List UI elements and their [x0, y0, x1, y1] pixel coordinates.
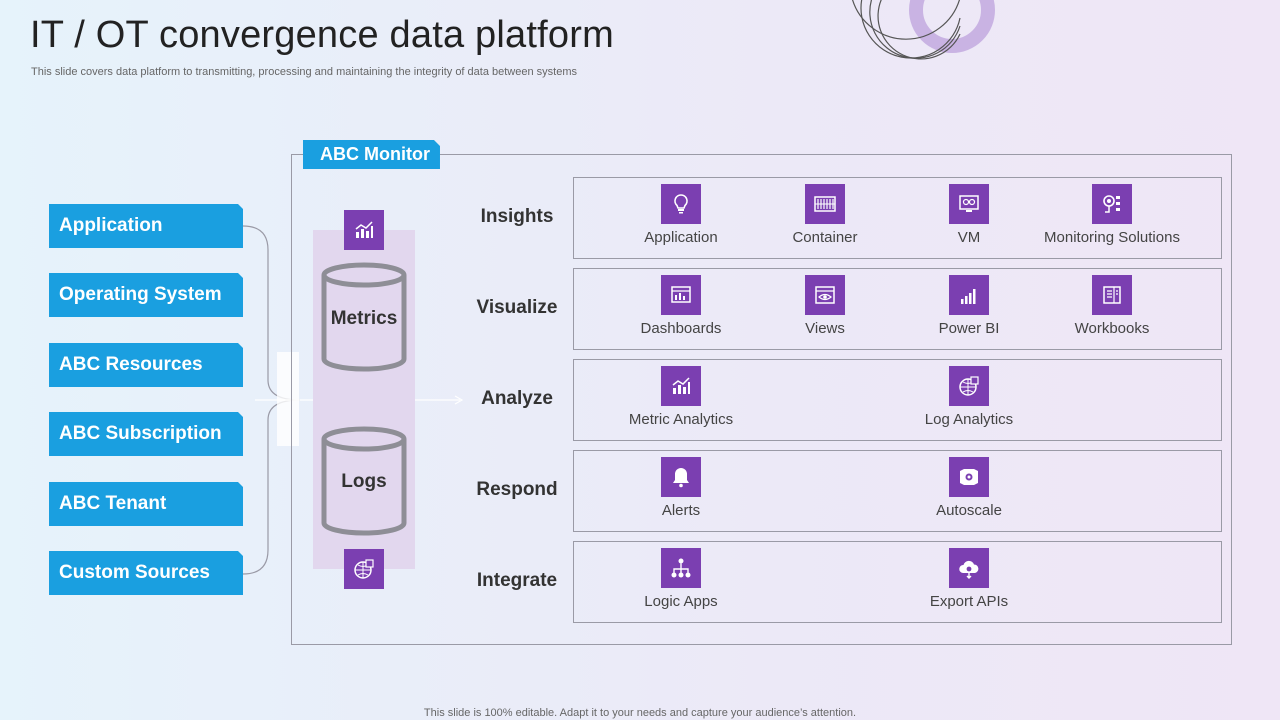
- target-icon: [1092, 184, 1132, 224]
- bell-icon: [661, 457, 701, 497]
- category-visualize: Visualize: [476, 297, 558, 318]
- item-monitoring-solutions: Monitoring Solutions: [1044, 229, 1180, 246]
- item-application: Application: [644, 229, 718, 246]
- abc-monitor-label: ABC Monitor: [303, 140, 440, 169]
- footer-note: This slide is 100% editable. Adapt it to…: [423, 707, 857, 719]
- row-analyze: [573, 359, 1222, 441]
- item-power-bi: Power BI: [938, 320, 1000, 337]
- source-abc-resources: ABC Resources: [49, 343, 243, 387]
- row-respond: [573, 450, 1222, 532]
- page-title: IT / OT convergence data platform: [30, 14, 614, 56]
- item-views: Views: [805, 320, 845, 337]
- page-subtitle: This slide covers data platform to trans…: [31, 66, 577, 78]
- item-log-analytics: Log Analytics: [924, 411, 1014, 428]
- analytics-chart-icon: [344, 210, 384, 250]
- lightbulb-icon: [661, 184, 701, 224]
- abc-monitor-frame: [291, 154, 1232, 645]
- source-abc-tenant: ABC Tenant: [49, 482, 243, 526]
- category-respond: Respond: [476, 479, 558, 500]
- category-integrate: Integrate: [476, 570, 558, 591]
- decorative-rings: [852, 0, 995, 60]
- row-visualize: [573, 268, 1222, 350]
- item-dashboards: Dashboards: [640, 320, 722, 337]
- monitor-icon: [949, 184, 989, 224]
- row-integrate: [573, 541, 1222, 623]
- item-logic-apps: Logic Apps: [644, 593, 718, 610]
- container-icon: [805, 184, 845, 224]
- row-insights: [573, 177, 1222, 259]
- logs-cylinder: [321, 426, 407, 536]
- category-analyze: Analyze: [481, 388, 553, 409]
- source-application: Application: [49, 204, 243, 248]
- item-metric-analytics: Metric Analytics: [628, 411, 734, 428]
- item-workbooks: Workbooks: [1074, 320, 1150, 337]
- bar-chart-icon: [949, 275, 989, 315]
- workbook-icon: [1092, 275, 1132, 315]
- network-icon: [661, 548, 701, 588]
- analytics-chart-icon: [661, 366, 701, 406]
- source-custom-sources: Custom Sources: [49, 551, 243, 595]
- metrics-cylinder: [321, 262, 407, 372]
- source-abc-subscription: ABC Subscription: [49, 412, 243, 456]
- dashboard-icon: [661, 275, 701, 315]
- globe-data-icon: [949, 366, 989, 406]
- item-alerts: Alerts: [661, 502, 701, 519]
- logs-label: Logs: [341, 471, 387, 492]
- metrics-label: Metrics: [330, 308, 398, 329]
- eye-window-icon: [805, 275, 845, 315]
- item-export-apis: Export APIs: [929, 593, 1009, 610]
- item-autoscale: Autoscale: [936, 502, 1002, 519]
- source-operating-system: Operating System: [49, 273, 243, 317]
- item-vm: VM: [957, 229, 981, 246]
- globe-data-icon: [344, 549, 384, 589]
- item-container: Container: [792, 229, 858, 246]
- cloud-gear-icon: [949, 548, 989, 588]
- gear-window-icon: [949, 457, 989, 497]
- category-insights: Insights: [480, 206, 554, 227]
